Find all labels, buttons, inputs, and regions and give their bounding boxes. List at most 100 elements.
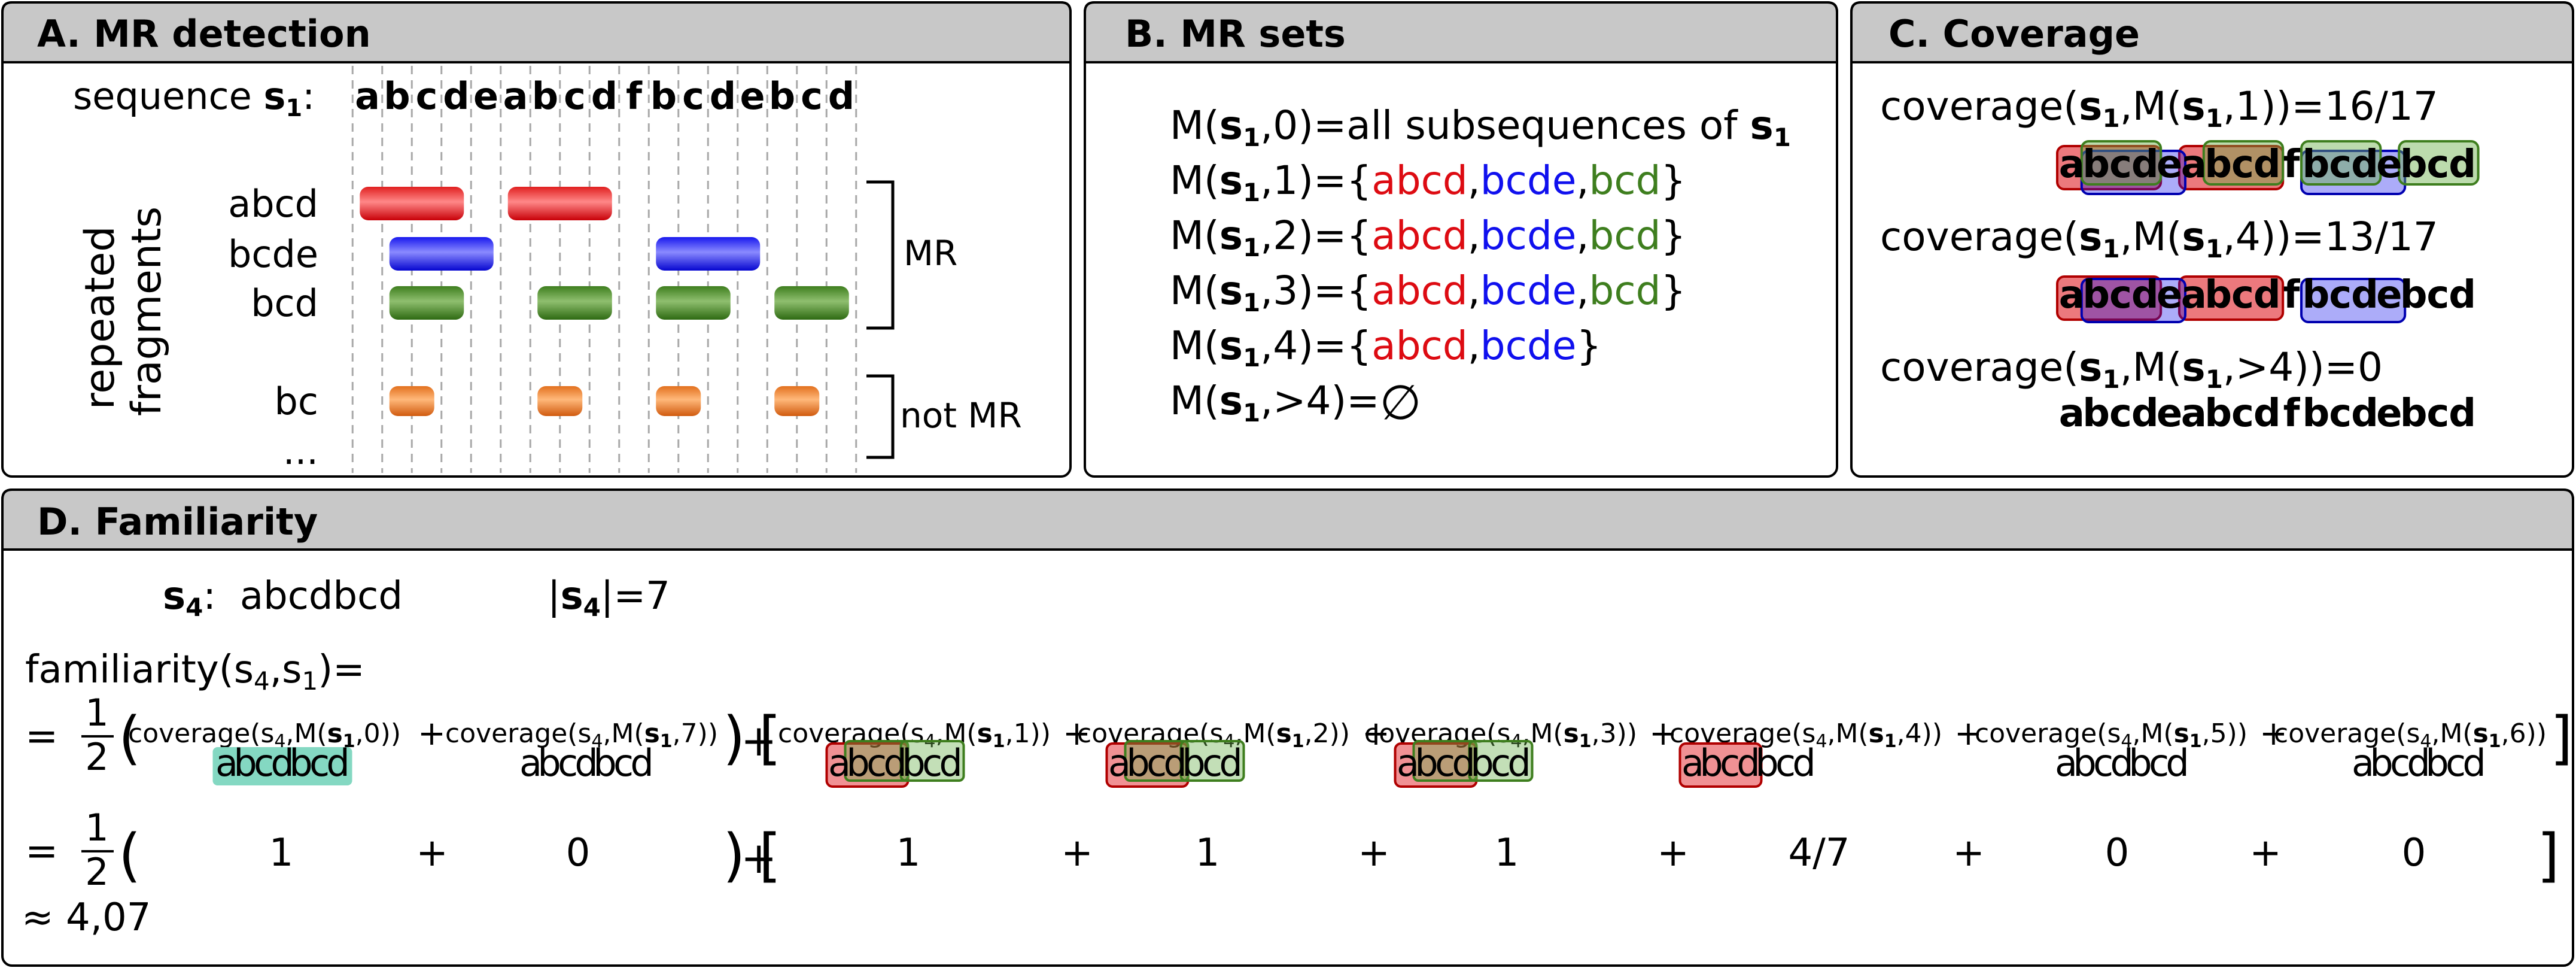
- panel-c-title: C. Coverage: [1888, 12, 2140, 56]
- coverage-rows: coverage(s1,M(s1,1))=16/17coverage(s1,M(…: [1880, 83, 2480, 436]
- term-value: 1: [269, 831, 294, 875]
- coverage-letter: c: [2329, 392, 2352, 436]
- sequence-char: c: [2093, 741, 2113, 785]
- sequence-char: d: [630, 741, 653, 785]
- coverage-letter: b: [2082, 142, 2110, 187]
- coverage-letter: d: [2351, 392, 2379, 436]
- coverage-letter: e: [2157, 392, 2182, 436]
- fragment-label: abcd: [228, 182, 318, 226]
- coverage-letter: d: [2131, 142, 2159, 187]
- plus-sign: +: [1061, 831, 1093, 875]
- coverage-box: [2178, 275, 2285, 321]
- coverage-letter: c: [2426, 273, 2449, 317]
- sequence-char: c: [1720, 741, 1740, 785]
- bracket: (: [118, 822, 141, 889]
- sequence-char: d: [2462, 741, 2486, 785]
- sequence-char: b: [2128, 741, 2152, 785]
- bracket: ): [723, 822, 745, 889]
- sequence-letter: a: [355, 74, 380, 118]
- sequence-char: d: [574, 741, 598, 785]
- sequence-char: d: [1792, 741, 1815, 785]
- sequence-char: a: [828, 741, 851, 785]
- term-value: 0: [2402, 831, 2426, 875]
- coverage-letter: b: [2400, 392, 2428, 436]
- sequence-char: a: [1681, 741, 1704, 785]
- sequence-char: d: [1219, 741, 1242, 785]
- coverage-term: coverage(s4,M(s1,2)): [1077, 718, 1350, 752]
- highlight-bcd: [1468, 740, 1534, 782]
- fragment-bar-orange: [656, 386, 701, 416]
- coverage-box: [2300, 140, 2382, 186]
- coverage-letter: a: [2181, 142, 2207, 187]
- fragment-bar-blue: [656, 237, 761, 271]
- sequence-char: b: [846, 741, 869, 785]
- term-value: 1: [1196, 831, 1220, 875]
- fragment-bar-red: [360, 187, 464, 220]
- sequence-char: c: [866, 741, 887, 785]
- coverage-letter: e: [2376, 273, 2402, 317]
- coverage-letter: d: [2449, 273, 2476, 317]
- coverage-letter: b: [2082, 392, 2110, 436]
- sequence-char: b: [2370, 741, 2393, 785]
- coverage-letter: b: [2082, 273, 2110, 317]
- fragment-label: bcd: [251, 281, 318, 325]
- fragment-bar-red: [507, 187, 612, 220]
- sequence-char: b: [593, 741, 616, 785]
- sequence-letter: d: [710, 74, 736, 118]
- sequence-letter: e: [473, 74, 498, 118]
- sequence-char: d: [883, 741, 907, 785]
- sequence-char: b: [289, 741, 312, 785]
- panel-c: C. Coverage coverage(s1,M(s1,1))=16/17co…: [1850, 1, 2574, 478]
- coverage-box: [2398, 140, 2480, 186]
- coverage-letter: b: [2400, 273, 2428, 317]
- coverage-letter: c: [2426, 142, 2449, 187]
- coverage-letter: d: [2253, 273, 2281, 317]
- sequence-char: b: [1126, 741, 1149, 785]
- plus-sign: +: [2249, 831, 2282, 875]
- mr-set: M(s1,3)={abcd,bcde,bcd}: [1170, 268, 1686, 317]
- highlight-bcd: [844, 740, 910, 782]
- sequence-char: a: [1108, 741, 1131, 785]
- sequence-char: c: [2390, 741, 2410, 785]
- term-value: 0: [566, 831, 591, 875]
- plus-sign: +: [1649, 714, 1677, 753]
- sequence-char: d: [2110, 741, 2133, 785]
- s4-definition: s4:abcdbcd: [163, 574, 403, 622]
- highlight-full: [212, 747, 352, 785]
- sequence-char: d: [939, 741, 962, 785]
- coverage-letter: b: [2204, 392, 2232, 436]
- sequence-char: c: [1146, 741, 1167, 785]
- sequence-char: d: [270, 741, 294, 785]
- sequence-char: d: [2407, 741, 2430, 785]
- highlight-bcd: [899, 740, 965, 782]
- plus-sign: +: [1952, 831, 1985, 875]
- highlight-abcd: [1678, 742, 1763, 788]
- coverage-letter: f: [2283, 142, 2301, 187]
- sequence-char: d: [1452, 741, 1475, 785]
- sequence-letter: b: [532, 74, 558, 118]
- coverage-letter: d: [2449, 392, 2476, 436]
- fragment-bar-orange: [537, 386, 583, 416]
- coverage-letter: e: [2376, 392, 2402, 436]
- sequence-letter: c: [801, 74, 823, 118]
- coverage-letter: e: [2157, 273, 2182, 317]
- sequence-char: d: [1736, 741, 1760, 785]
- sequence-char: c: [2446, 741, 2466, 785]
- coverage-letter: c: [2426, 392, 2449, 436]
- panel-b-title: B. MR sets: [1125, 12, 1346, 56]
- coverage-letter: b: [2302, 392, 2329, 436]
- sequence-letter: d: [591, 74, 618, 118]
- equals-sign: =: [25, 828, 58, 874]
- term-value: 0: [2105, 831, 2130, 875]
- coverage-term: coverage(s4,M(s1,7)): [445, 718, 718, 752]
- coverage-term: coverage(s4,M(s1,6)): [2274, 718, 2547, 752]
- bracket: ]: [2550, 705, 2572, 772]
- sequence-char: b: [1755, 741, 1778, 785]
- sequence-char: b: [2073, 741, 2096, 785]
- mr-set: M(s1,4)={abcd,bcde}: [1170, 323, 1601, 372]
- y-axis-label: repeated fragments: [77, 207, 171, 416]
- fragment-bar-green: [537, 286, 612, 320]
- coverage-letter: d: [2449, 142, 2476, 187]
- mr-set: M(s1,1)={abcd,bcde,bcd}: [1170, 157, 1686, 207]
- sequence-char: c: [1491, 741, 1511, 785]
